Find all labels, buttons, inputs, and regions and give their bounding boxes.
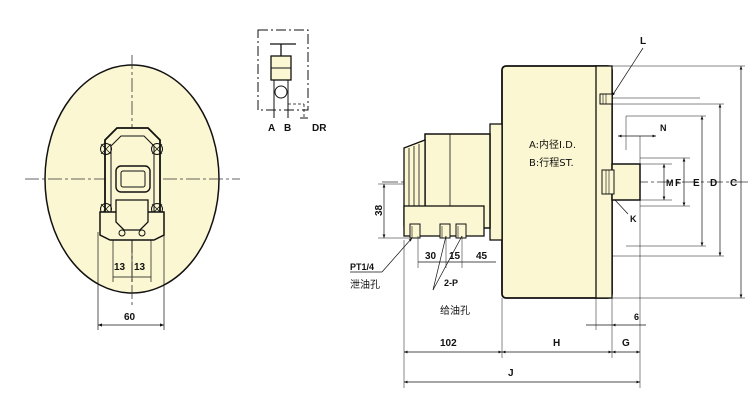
center-housing bbox=[115, 165, 151, 193]
dim-45: 45 bbox=[476, 251, 488, 262]
dim-label-D: D bbox=[710, 178, 717, 189]
dim-label-K: K bbox=[630, 214, 637, 224]
dim-6: 6 bbox=[634, 312, 639, 322]
side-view: A:内径I.D. B:行程ST. L N M F E D bbox=[350, 36, 748, 388]
port-label-a: A bbox=[268, 123, 275, 134]
rod-thread bbox=[601, 169, 615, 195]
dim-15: 15 bbox=[449, 251, 461, 262]
dim-60: 60 bbox=[124, 312, 136, 323]
front-view: 13 13 60 bbox=[25, 55, 240, 330]
legend-bore: A:内径I.D. bbox=[529, 138, 576, 151]
bolt-hole-top-left bbox=[100, 143, 112, 155]
drain-thread: PT1/4 bbox=[350, 262, 374, 272]
port-label-b: B bbox=[284, 123, 291, 134]
dim-38: 38 bbox=[374, 204, 385, 216]
center-housing-inner bbox=[120, 170, 146, 188]
legend-stroke: B:行程ST. bbox=[529, 156, 574, 169]
dim-label-M: M bbox=[666, 178, 674, 188]
dim-label-H: H bbox=[553, 338, 560, 349]
bolt-hole-top-right bbox=[151, 143, 163, 155]
dim-label-F: F bbox=[675, 178, 681, 189]
supply-label: 给油孔 bbox=[440, 304, 470, 317]
supply-thread: 2-P bbox=[444, 278, 458, 288]
dim-13-right: 13 bbox=[134, 262, 146, 273]
symbol-rotary bbox=[274, 85, 288, 99]
hydraulic-circuit-symbol: A B DR bbox=[257, 29, 327, 134]
piston-rod bbox=[611, 163, 641, 201]
symbol-frame bbox=[257, 29, 309, 111]
dim-30: 30 bbox=[425, 251, 437, 262]
port-b-hole bbox=[138, 229, 146, 237]
cylinder-neck bbox=[489, 123, 503, 241]
dim-13-left: 13 bbox=[114, 262, 126, 273]
dim-102: 102 bbox=[440, 338, 457, 349]
drain-label: 泄油孔 bbox=[350, 278, 380, 291]
dim-label-L: L bbox=[640, 36, 646, 47]
dim-label-E: E bbox=[693, 178, 700, 189]
dim-label-J: J bbox=[508, 368, 514, 379]
port-label-dr: DR bbox=[312, 123, 327, 134]
dim-label-N: N bbox=[660, 123, 667, 133]
dim-label-C: C bbox=[730, 178, 737, 189]
port-block-fitting bbox=[115, 199, 149, 231]
dim-label-G: G bbox=[622, 338, 630, 349]
port-a-hole bbox=[118, 229, 126, 237]
